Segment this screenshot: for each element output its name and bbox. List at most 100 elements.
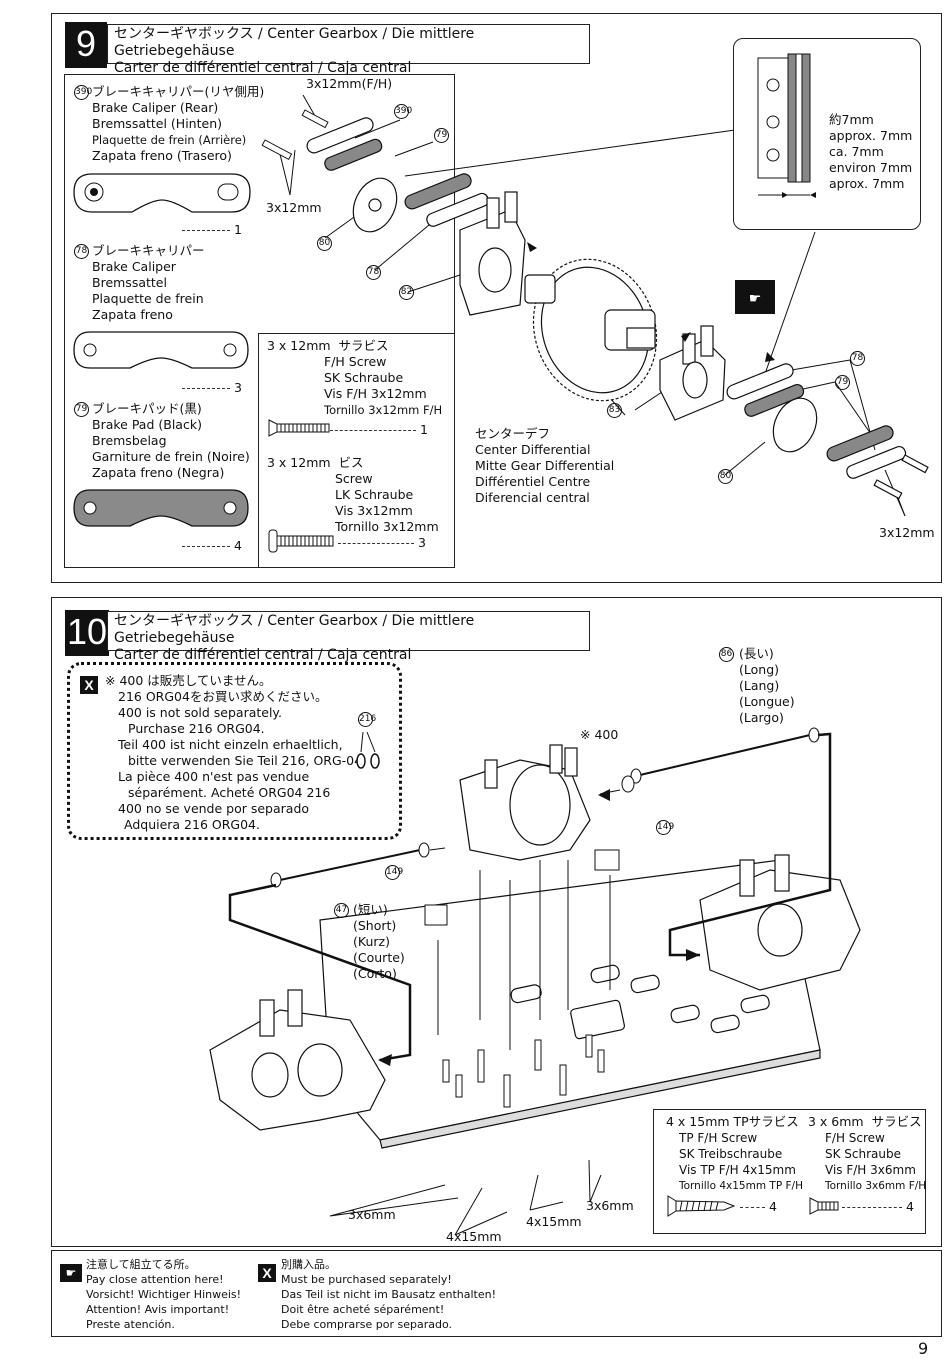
callout-216: 216	[358, 712, 376, 727]
step-9-title-line1: センターギヤボックス / Center Gearbox / Die mittle…	[114, 26, 475, 59]
callout-83: 83	[607, 403, 622, 418]
qty-leader	[338, 543, 414, 544]
part-78-de: Bremssattel	[92, 275, 167, 290]
qty-leader	[182, 230, 230, 231]
screw-label-4x15-right: 4x15mm	[526, 1214, 582, 1229]
note-line-4: Purchase 216 ORG04.	[128, 721, 265, 736]
part-390-qty: 1	[182, 222, 242, 238]
page-number: 9	[918, 1339, 929, 1358]
fh-3x6-screw-es: Tornillo 3x6mm F/H	[825, 1180, 927, 1192]
part-390-label: 390ブレーキキャリパー(リヤ側用)	[74, 84, 264, 100]
detail-gap-fr: environ 7mm	[829, 160, 913, 175]
part-78-es: Zapata freno	[92, 307, 173, 322]
long-shaft-de: (Lang)	[739, 678, 780, 693]
part-79-fr: Garniture de frein (Noire)	[92, 449, 250, 464]
part-number-badge: 78	[74, 244, 89, 259]
screw-fh-size: 3 x 12mm サラビス	[267, 338, 389, 354]
tp-screw-icon	[667, 1195, 736, 1217]
part-79-qty: 4	[182, 538, 242, 554]
attention-hand-icon: ☛	[60, 1264, 82, 1282]
long-shaft-es: (Largo)	[739, 710, 784, 725]
separate-de: Das Teil ist nicht im Bausatz enthalten!	[281, 1288, 496, 1301]
part-number-badge: 390	[74, 85, 92, 100]
short-shaft-jp: (短い)	[353, 902, 388, 917]
fh-3x6-screw-size: 3 x 6mm サラビス	[808, 1114, 922, 1130]
note-line-9: 400 no se vende por separado	[118, 801, 310, 816]
step-10-title-line1: センターギヤボックス / Center Gearbox / Die mittle…	[114, 613, 475, 646]
diff-label-jp: センターデフ	[475, 426, 551, 441]
screw-label-3x6-left: 3x6mm	[348, 1207, 396, 1222]
part-79-de: Bremsbelag	[92, 433, 167, 448]
detail-gap-de: ca. 7mm	[829, 144, 884, 159]
step-10-title: センターギヤボックス / Center Gearbox / Die mittle…	[107, 611, 590, 663]
note-line-3: 400 is not sold separately.	[118, 705, 283, 720]
tp-screw-fr: Vis TP F/H 4x15mm	[679, 1163, 796, 1177]
step-9-title: センターギヤボックス / Center Gearbox / Die mittle…	[107, 24, 590, 76]
brake-pad-image	[73, 489, 249, 527]
detail-gap-en: approx. 7mm	[829, 128, 913, 143]
tp-screw-de: SK Treibschraube	[679, 1147, 783, 1161]
screw-pan-en: Screw	[335, 471, 373, 486]
attention-es: Preste atención.	[86, 1318, 175, 1331]
qty-value: 1	[419, 422, 428, 437]
part-79-en: Brake Pad (Black)	[92, 417, 202, 432]
callout-390: 390	[394, 104, 412, 119]
tp-screw-qty: 4	[740, 1199, 777, 1215]
part-390-fr: Plaquette de frein (Arrière)	[92, 133, 247, 147]
part-390-en: Brake Caliper (Rear)	[92, 100, 219, 115]
detail-gap-es: aprox. 7mm	[829, 176, 905, 191]
qty-leader	[740, 1207, 765, 1208]
screw-jp: サラビス	[338, 338, 389, 353]
screw-jp: TPサラビス	[733, 1114, 799, 1129]
callout-400-text: ※ 400	[580, 727, 619, 742]
purchase-separately-legend-icon: X	[258, 1264, 276, 1282]
part-number-badge: 79	[74, 402, 89, 417]
screw-pan-es: Tornillo 3x12mm	[335, 519, 439, 534]
separate-es: Debe comprarse por separado.	[281, 1318, 452, 1331]
callout-400: ※ 400	[580, 727, 618, 743]
detail-gap-jp: 約7mm	[829, 112, 874, 127]
parts-list-vdivider	[258, 333, 259, 568]
screw-callout-left: 3x12mm	[266, 200, 322, 215]
fh-3x6-screw-de: SK Schraube	[825, 1147, 902, 1161]
screw-size: 3 x 6mm	[808, 1114, 864, 1129]
callout-47: 47	[334, 903, 349, 918]
screw-label-4x15-left: 4x15mm	[446, 1229, 502, 1244]
callout-79-right: 79	[835, 375, 850, 390]
qty-value: 4	[905, 1199, 914, 1214]
step-10-title-line2: Carter de différentiel central / Caja ce…	[114, 647, 412, 663]
part-78-jp: ブレーキキャリパー	[92, 243, 205, 258]
brake-caliper-image	[73, 331, 249, 369]
long-shaft-fr: (Longue)	[739, 694, 795, 709]
screw-fh-en: F/H Screw	[324, 354, 387, 369]
fh-screw-icon	[268, 419, 330, 437]
attention-jp: 注意して組立てる所。	[86, 1258, 196, 1271]
note-line-6: bitte verwenden Sie Teil 216, ORG-04.	[128, 753, 367, 768]
step-10-number: 10	[65, 610, 109, 656]
screw-jp: ビス	[338, 455, 364, 470]
not-sold-separately-note	[67, 662, 402, 840]
callout-149-left: 149	[385, 865, 403, 880]
long-shaft-en: (Long)	[739, 662, 780, 677]
screw-pan-qty: 3	[338, 535, 426, 551]
pan-screw-icon	[268, 529, 334, 553]
brake-caliper-rear-image	[73, 173, 251, 213]
qty-value: 4	[768, 1199, 777, 1214]
step-10-assembly-diagram	[209, 727, 861, 1236]
part-390-es: Zapata freno (Trasero)	[92, 148, 232, 163]
part-78-qty: 3	[182, 380, 242, 396]
part-390-de: Bremssattel (Hinten)	[92, 116, 222, 131]
diff-label-de: Mitte Gear Differential	[475, 458, 615, 473]
callout-80-right: 80	[718, 469, 733, 484]
screw-fh-fr: Vis F/H 3x12mm	[324, 386, 427, 401]
attention-fr: Attention! Avis important!	[86, 1303, 230, 1316]
qty-leader	[182, 388, 230, 389]
note-line-7: La pièce 400 n'est pas vendue	[118, 769, 310, 784]
legend-footer	[51, 1250, 942, 1337]
tp-screw-es: Tornillo 4x15mm TP F/H	[679, 1180, 803, 1192]
step-9-exploded-diagram: ☛	[261, 94, 929, 517]
fh-3x6-screw-qty: 4	[842, 1199, 914, 1215]
part-78-en: Brake Caliper	[92, 259, 176, 274]
